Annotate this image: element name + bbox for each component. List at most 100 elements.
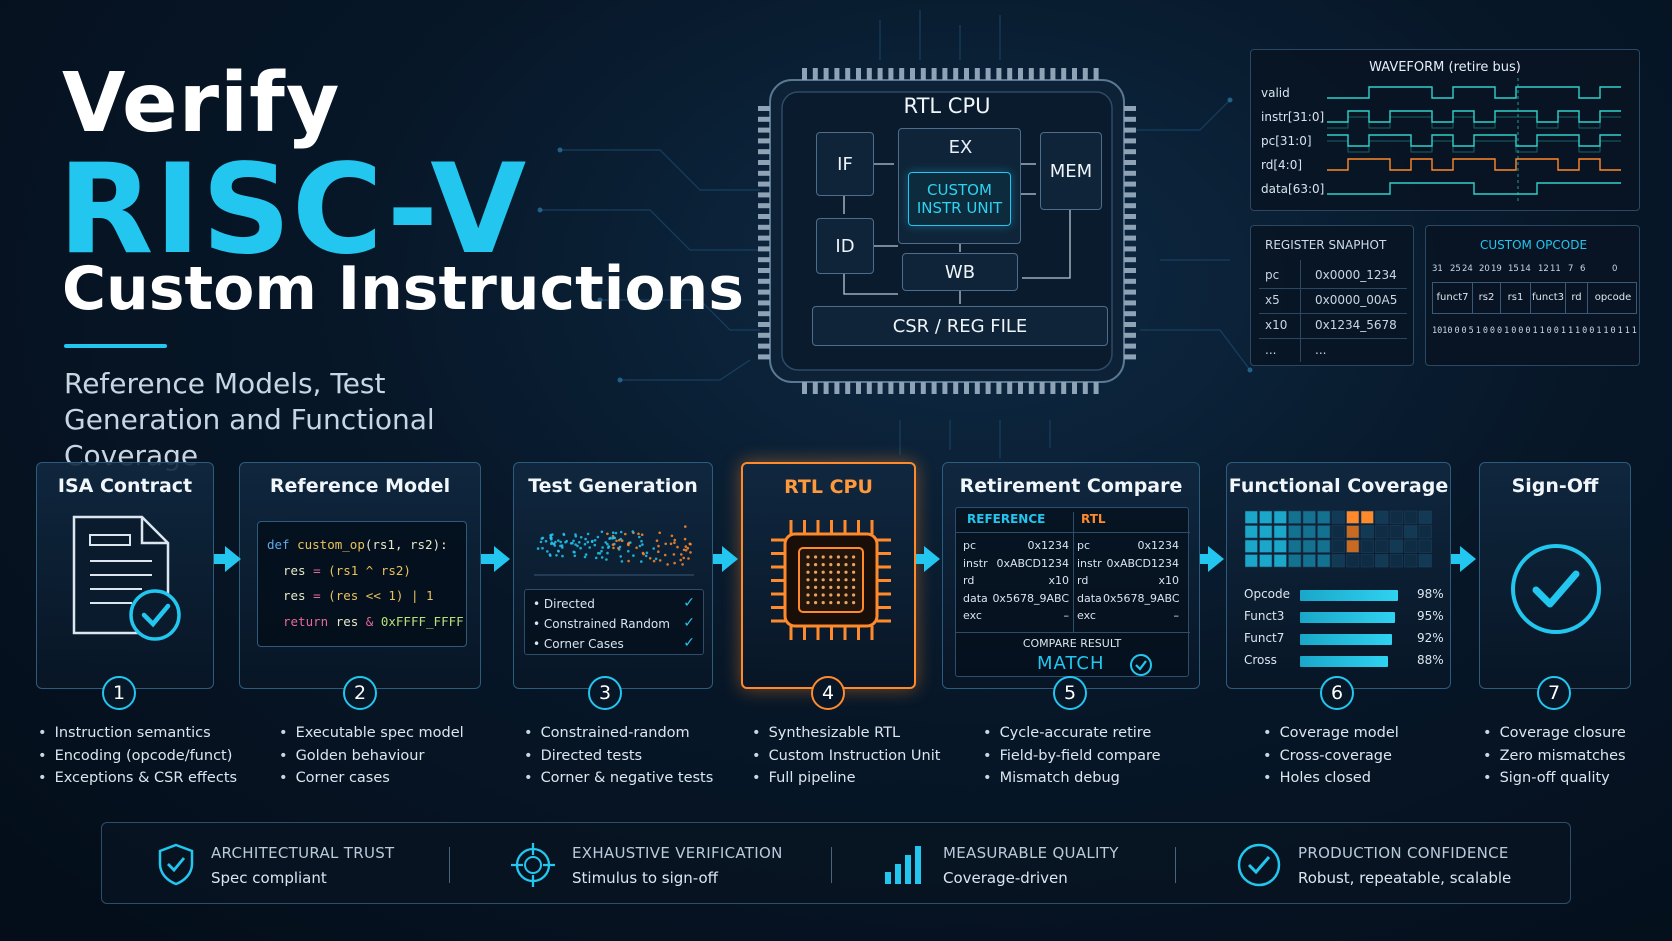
compare-field: data [963, 591, 988, 605]
heatmap-cell [1317, 554, 1331, 568]
scatter-point [611, 531, 615, 534]
heatmap-cell [1245, 510, 1258, 524]
scatter-point [562, 532, 565, 536]
title-line-custom-instructions: Custom Instructions [62, 254, 744, 324]
bullet: Mismatch debug [983, 767, 1161, 790]
chip-pin [758, 289, 770, 295]
stage-number-2: 2 [343, 676, 377, 710]
chip-die-dot [814, 585, 818, 589]
compare-rtl-value: 0x1234 [1137, 539, 1179, 552]
chip-pin [1124, 246, 1136, 252]
scatter-point [670, 534, 674, 538]
chip-pin [1124, 203, 1136, 209]
heatmap-cell [1418, 554, 1432, 568]
scatter-point [631, 530, 635, 533]
scatter-point [663, 553, 667, 557]
scatter-point [588, 546, 591, 549]
reference-header: REFERENCE [967, 512, 1046, 526]
opcode-field: opcode [1594, 292, 1632, 303]
chip-die-dot [829, 578, 833, 582]
waveform-trace [1327, 110, 1621, 123]
scatter-point [684, 549, 688, 552]
stage-bullets-4: Synthesizable RTL Custom Instruction Uni… [752, 722, 941, 790]
chip-pin [920, 68, 926, 80]
chip-pin [899, 382, 905, 394]
scatter-point [645, 551, 649, 555]
chip-die-dot [836, 563, 840, 567]
scatter-point [561, 546, 564, 549]
heatmap-cell [1259, 539, 1273, 553]
chip-pin [1124, 192, 1136, 198]
stage-bullets-2: Executable spec model Golden behaviour C… [279, 722, 464, 790]
test-type-corner-cases: Corner Cases✓ [533, 635, 695, 651]
opcode-field: rs2 [1473, 283, 1501, 313]
heatmap-cell [1389, 525, 1403, 539]
scatter-point [687, 557, 690, 560]
compare-ref-value: x10 [1048, 574, 1069, 587]
chip-pin [1124, 289, 1136, 295]
heatmap-cell [1346, 539, 1360, 553]
benefit-production-confidence: PRODUCTION CONFIDENCE Robust, repeatable… [1236, 823, 1556, 905]
chip-pin [1028, 382, 1034, 394]
chip-pin [856, 382, 861, 394]
code-var: res [283, 588, 306, 603]
shield-check-icon [158, 843, 194, 886]
chip-pin [1124, 127, 1136, 133]
chip-pin [1124, 311, 1136, 317]
chip-pin [1124, 300, 1136, 306]
chip-pin [1050, 382, 1056, 394]
scatter-point [618, 545, 622, 549]
opcode-bit: 0 [1546, 326, 1552, 336]
chip-die-dot [829, 601, 833, 605]
heatmap-cell [1288, 510, 1302, 524]
chip-die-dot [806, 555, 810, 559]
flow-arrow-stem [481, 554, 495, 564]
chip-pin [758, 311, 770, 317]
register-row-rule [1259, 313, 1407, 314]
heatmap-cell [1288, 554, 1302, 568]
opcode-bit-position: 12 [1538, 264, 1549, 274]
chip-pin [888, 68, 894, 80]
compare-result-rule [956, 632, 1190, 633]
compare-divider [1073, 512, 1074, 632]
stage-number-6: 6 [1320, 676, 1354, 710]
chip-pin [877, 68, 883, 80]
chip-pin [953, 68, 959, 80]
opcode-bit: 1 [1575, 326, 1581, 336]
compare-result-value: MATCH [1037, 653, 1105, 674]
benefit-measurable-quality: MEASURABLE QUALITY Coverage-driven [883, 823, 1173, 905]
chip-pin [1124, 106, 1136, 111]
scatter-point [612, 546, 615, 550]
stage-bullets-1: Instruction semantics Encoding (opcode/f… [38, 722, 238, 790]
chip-pin [942, 68, 948, 80]
title-line-verify: Verify [62, 56, 341, 151]
opcode-bit: 0 [1582, 326, 1588, 336]
chip-pin [758, 192, 770, 198]
stage-number-1: 1 [102, 676, 136, 710]
chip-die-dot [844, 555, 848, 559]
scatter-point [578, 541, 581, 544]
scatter-point [604, 541, 607, 544]
chip-die-dot [821, 563, 825, 567]
chip-die-dot [844, 563, 848, 567]
benefit-title: MEASURABLE QUALITY [943, 844, 1119, 862]
scatter-point [544, 539, 548, 543]
scatter-point [615, 539, 618, 543]
scatter-point [681, 563, 684, 566]
heatmap-cell [1273, 525, 1287, 539]
coverage-heatmap [1245, 510, 1432, 568]
scatter-point [684, 545, 688, 548]
compare-ref-value: – [1063, 609, 1070, 622]
benefit-divider [831, 847, 832, 883]
scatter-point [600, 530, 604, 534]
benefits-bar: ARCHITECTURAL TRUST Spec compliant EXHAU… [101, 822, 1571, 904]
chip-die-dot [821, 578, 825, 582]
heatmap-cell [1288, 539, 1302, 553]
compare-header-rule [956, 532, 1190, 533]
chip-die-dot [836, 578, 840, 582]
compare-field: instr [963, 556, 988, 570]
heatmap-cell [1331, 525, 1345, 539]
scatter-point [573, 554, 577, 558]
scatter-point [550, 541, 554, 544]
compare-ref-value: 0x5678_9ABC [992, 591, 1069, 605]
